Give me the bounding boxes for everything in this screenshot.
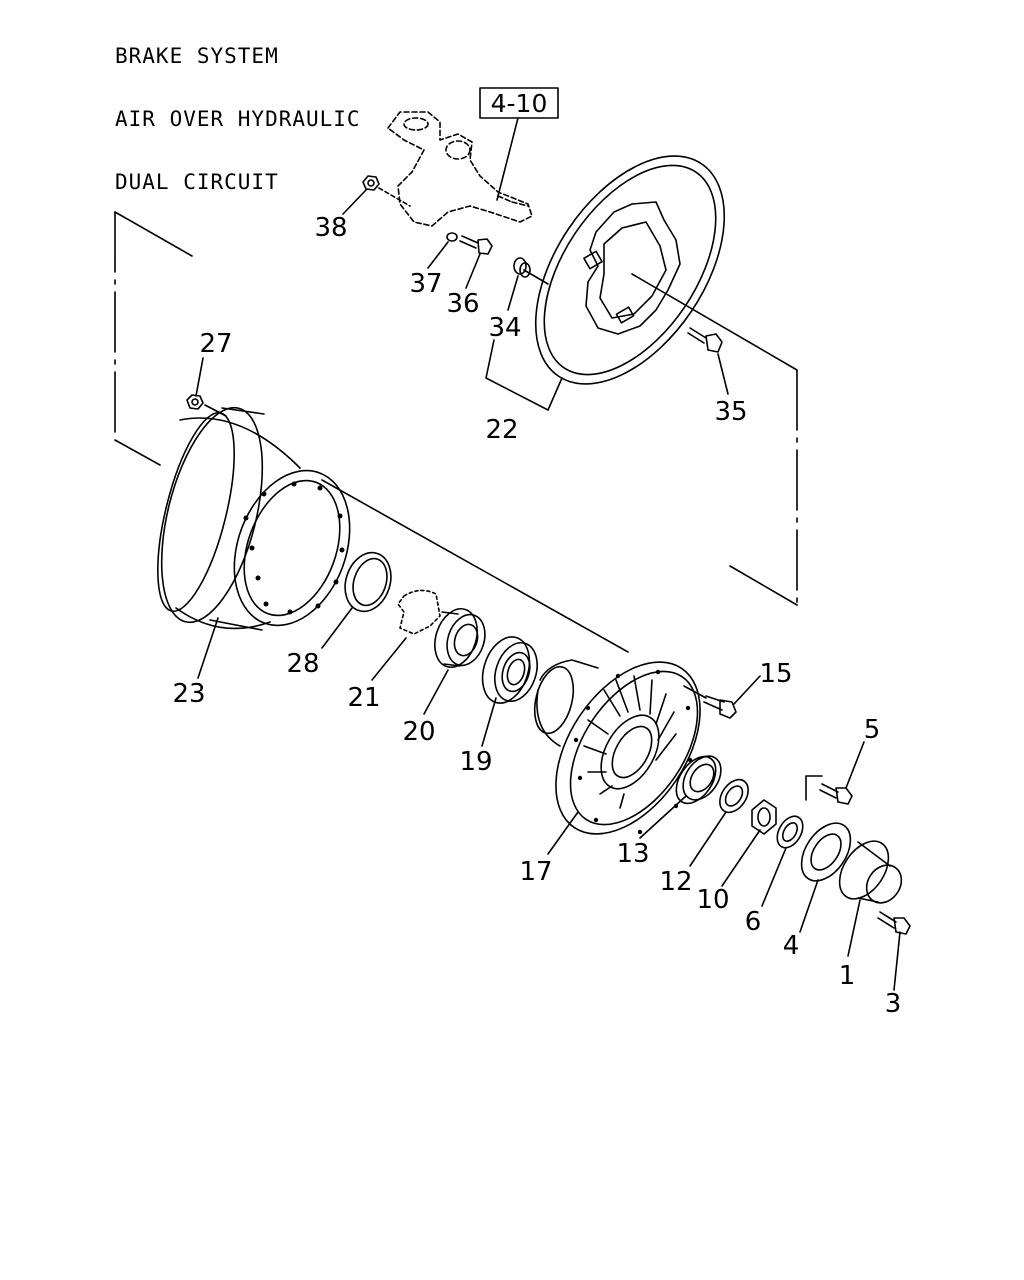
- callout-27: 27: [199, 329, 232, 359]
- callout-17: 17: [519, 857, 552, 887]
- part-34-plug: [513, 257, 531, 278]
- callout-22: 22: [485, 415, 518, 445]
- part-5-bolt: [805, 775, 853, 805]
- part-19-bearing: [481, 636, 538, 704]
- bracket-left: [114, 211, 193, 466]
- title-line-1: BRAKE SYSTEM: [115, 44, 279, 68]
- part-36-bolt: [459, 235, 493, 255]
- part-35-bolt: [687, 327, 723, 353]
- callout-20: 20: [402, 717, 435, 747]
- callout-34: 34: [488, 313, 521, 343]
- part-20-bearing: [434, 608, 486, 668]
- callout-21: 21: [347, 683, 380, 713]
- part-21-ring: [397, 589, 441, 635]
- part-3-bolt: [877, 911, 911, 935]
- callout-4: 4: [783, 931, 800, 961]
- reference-leader: [496, 117, 519, 201]
- callout-3: 3: [885, 989, 902, 1019]
- title-line-3: DUAL CIRCUIT: [115, 170, 279, 194]
- bracket-right: [631, 273, 798, 606]
- part-15-stud: [683, 685, 737, 719]
- callout-5: 5: [864, 715, 881, 745]
- part-37-washer: [446, 232, 458, 242]
- steering-knuckle: [387, 111, 533, 227]
- part-17-hub: [533, 659, 701, 835]
- callout-13: 13: [616, 839, 649, 869]
- callout-38: 38: [314, 213, 347, 243]
- callout-35: 35: [714, 397, 747, 427]
- callout-12: 12: [659, 867, 692, 897]
- title-line-2: AIR OVER HYDRAULIC: [115, 107, 361, 131]
- reference-box-label: 4-10: [491, 89, 548, 118]
- part-4-gasket: [800, 822, 852, 882]
- callout-6: 6: [745, 907, 762, 937]
- part-6-lock-washer: [776, 815, 804, 849]
- callout-10: 10: [696, 885, 729, 915]
- part-38-nut: [362, 175, 411, 207]
- part-28-seal: [344, 551, 392, 613]
- callout-28: 28: [286, 649, 319, 679]
- diagram-title: BRAKE SYSTEM AIR OVER HYDRAULIC DUAL CIR…: [115, 4, 361, 214]
- leader-lines: [195, 189, 901, 991]
- callout-15: 15: [759, 659, 792, 689]
- part-23-brake-drum: [157, 406, 629, 653]
- part-10-nut: [751, 799, 777, 835]
- part-12-seal: [719, 778, 749, 814]
- part-22-backing-plate: [523, 155, 726, 385]
- callout-19: 19: [459, 747, 492, 777]
- part-1-hub-cap: [838, 840, 903, 904]
- callout-37: 37: [409, 269, 442, 299]
- part-13-bearing: [675, 755, 722, 805]
- callout-1: 1: [839, 961, 856, 991]
- callout-23: 23: [172, 679, 205, 709]
- callout-36: 36: [446, 289, 479, 319]
- reference-box-frame: [479, 87, 559, 119]
